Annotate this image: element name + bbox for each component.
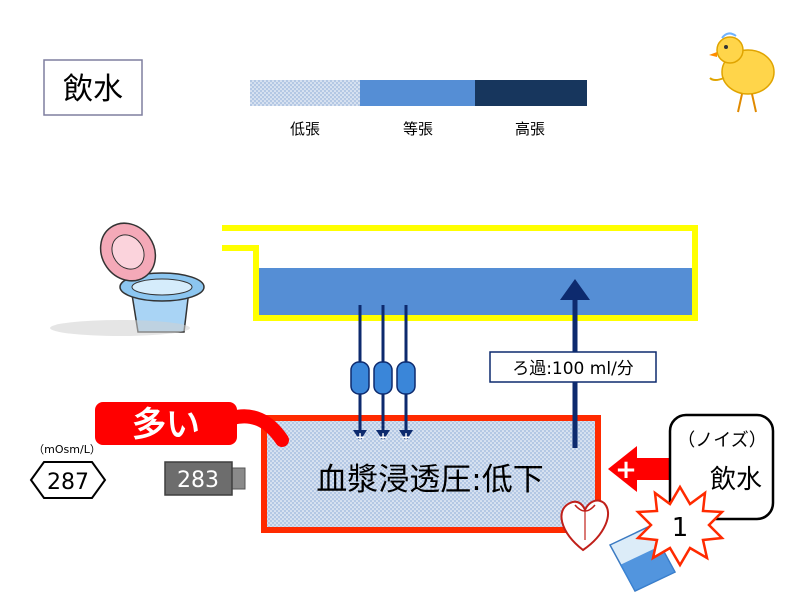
tubule-wall [222,225,698,321]
title-box: 飲水 [43,59,143,116]
starburst-shape [635,484,725,568]
burst-value: 1 [672,513,689,543]
high-intake-badge: 多い [95,402,289,447]
noise-line1: （ノイズ） [677,430,766,451]
noise-drinking-box: （ノイズ） 飲水 [668,413,775,521]
badge-text: 多い [132,405,200,445]
aquaporin-capsule [373,361,393,395]
osmolality-value: 287 [47,470,89,495]
page-title: 飲水 [63,72,123,107]
sensor-display: 283 [164,461,246,496]
legend-label-isotonic: 等張 [403,120,433,138]
channel-plus-sign: + [355,430,365,444]
plasma-compartment: 血漿浸透圧:低下 [261,415,601,533]
unit-label: （mOsm/L） [33,443,101,456]
filtration-label-box [489,351,657,383]
burst-badge: 1 [635,484,725,568]
legend-swatch-hypotonic [250,80,360,106]
legend-swatch-hypertonic [475,80,587,106]
osmolality-diamond [29,461,107,499]
aquaporin-capsule [396,361,416,395]
tonicity-legend: 低張 等張 高張 [250,80,587,138]
water-channels: + + + [350,305,416,444]
tubule [222,225,698,321]
legend-label-hypotonic: 低張 [290,120,320,138]
chick-illustration [709,32,775,113]
toilet-illustration [50,222,205,336]
legend-label-hypertonic: 高張 [515,120,545,138]
noise-line2: 飲水 [710,465,762,495]
tubule-filtrate [259,268,692,315]
aquaporin-capsule [350,361,370,395]
channel-plus-sign: + [401,430,411,444]
filtration-label: ろ過:100 ml/分 [512,359,634,379]
legend-swatch-isotonic [360,80,475,106]
sensor-value: 283 [177,468,219,493]
plasma-label: 血漿浸透圧:低下 [316,462,543,498]
plus-sign: + [615,455,637,485]
heart-illustration [560,499,609,552]
channel-plus-sign: + [378,430,388,444]
filtration-arrow: ろ過:100 ml/分 [489,279,657,448]
intake-arrow: + [608,446,670,492]
osmolality-indicator: （mOsm/L） 287 [29,443,107,499]
